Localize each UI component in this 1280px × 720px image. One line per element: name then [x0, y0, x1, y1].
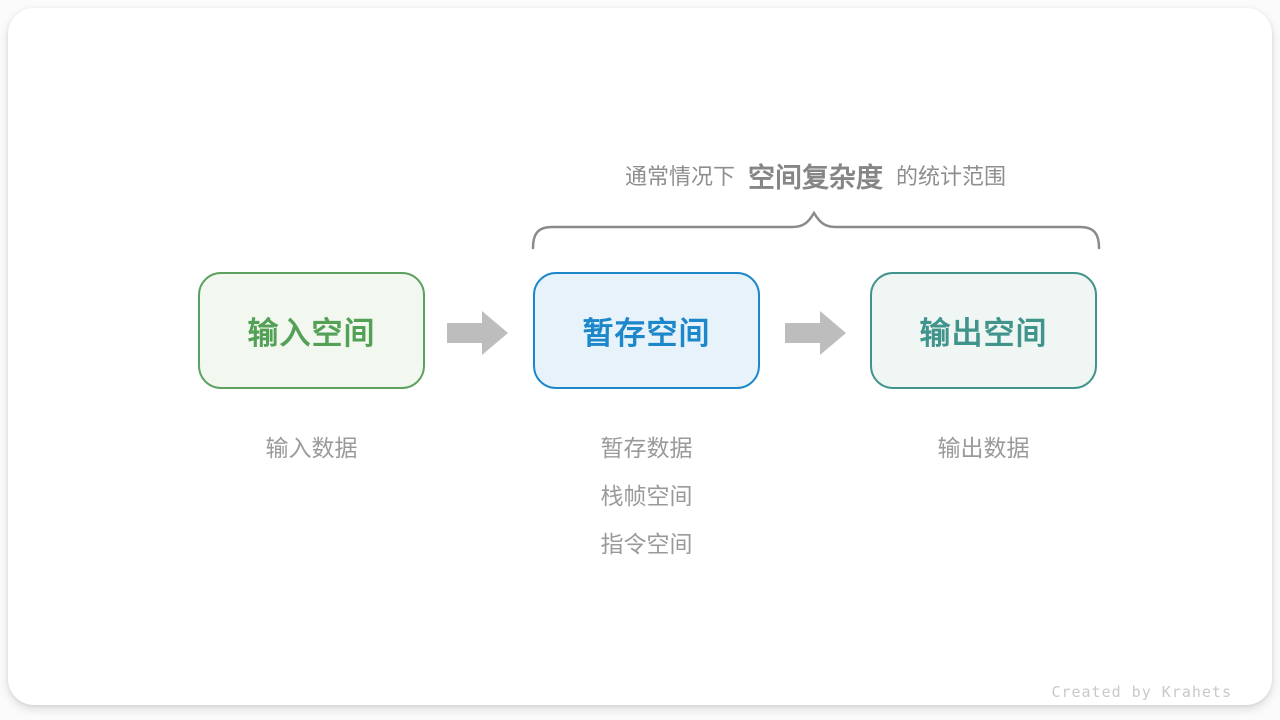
right-arrow-icon [785, 311, 846, 355]
annotation-suffix: 的统计范围 [896, 164, 1007, 189]
diagram-card: 通常情况下 空间复杂度 的统计范围 输入空间 暂存空间 输出空间 输入数据 暂存… [8, 8, 1272, 705]
box-temporary-space: 暂存空间 [533, 272, 760, 389]
box-temporary-space-label: 暂存空间 [582, 316, 711, 351]
box-input-space: 输入空间 [198, 272, 425, 389]
detail-label: 栈帧空间 [600, 483, 693, 509]
annotation-highlight: 空间复杂度 [748, 162, 883, 193]
box-input-space-label: 输入空间 [247, 316, 376, 351]
detail-label: 指令空间 [600, 531, 693, 557]
box-output-space: 输出空间 [870, 272, 1097, 389]
input-space-details: 输入数据 [198, 428, 425, 476]
detail-label: 输入数据 [265, 435, 358, 461]
detail-label: 输出数据 [937, 435, 1030, 461]
detail-label: 暂存数据 [600, 435, 693, 461]
watermark-credit: Created by Krahets [1051, 683, 1232, 701]
annotation-prefix: 通常情况下 [624, 164, 735, 189]
temporary-space-details: 暂存数据 栈帧空间 指令空间 [533, 428, 760, 572]
annotation-title: 通常情况下 空间复杂度 的统计范围 [523, 154, 1108, 196]
curly-brace-icon [531, 210, 1101, 250]
box-output-space-label: 输出空间 [919, 316, 1048, 351]
output-space-details: 输出数据 [870, 428, 1097, 476]
right-arrow-icon [447, 311, 508, 355]
